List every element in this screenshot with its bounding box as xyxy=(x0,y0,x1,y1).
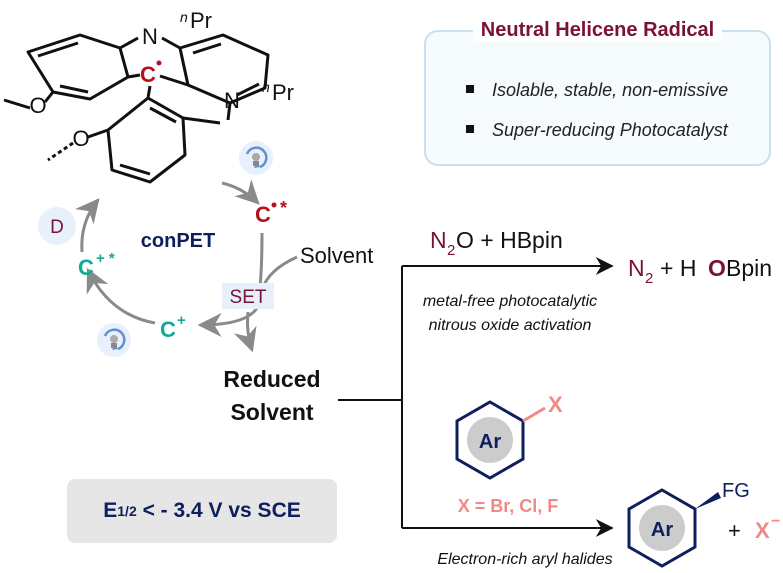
aryl-core-reactant xyxy=(467,417,513,463)
donor-badge xyxy=(38,207,76,245)
reagent-rest: O + HBpin xyxy=(456,227,563,253)
product-o: O xyxy=(708,255,726,281)
aryl-label-reactant: Ar xyxy=(479,431,501,453)
product-n: N xyxy=(628,255,645,281)
reagent-n: N xyxy=(430,227,447,253)
product-n-sub: 2 xyxy=(645,270,653,287)
oxygen-inner-label: O xyxy=(72,126,89,151)
cation-sup: + xyxy=(177,312,186,329)
product-plus-h: + H xyxy=(660,255,696,281)
cation-excited-label: C xyxy=(78,255,94,280)
halide-definition: X = Br, Cl, F xyxy=(458,496,559,516)
bullet-square-icon xyxy=(466,85,474,94)
bottom-caption: Electron-rich aryl halides xyxy=(437,551,612,568)
set-label: SET xyxy=(230,287,267,308)
top-caption-line2: nitrous oxide activation xyxy=(429,317,592,334)
info-bullet-1: Isolable, stable, non-emissive xyxy=(466,80,728,101)
donor-label: D xyxy=(50,217,64,238)
light-bulb-icon xyxy=(97,323,131,357)
aryl-label-product: Ar xyxy=(651,519,673,541)
set-highlight xyxy=(222,283,274,309)
radical-dot xyxy=(156,60,162,66)
reduced-solvent-line1: Reduced xyxy=(223,366,320,392)
halide-label: X xyxy=(548,392,563,417)
product-plus: + xyxy=(728,518,741,543)
reagent-n-sub: 2 xyxy=(447,242,455,259)
fg-label: FG xyxy=(722,480,750,502)
aryl-halide-bond xyxy=(522,406,546,423)
conpet-title: conPET xyxy=(141,230,215,252)
light-bulb-icon xyxy=(239,141,273,175)
excited-radical-label: C xyxy=(255,202,271,227)
leaving-group: X xyxy=(755,518,770,543)
info-card-title: Neutral Helicene Radical xyxy=(426,19,769,53)
cation-excited-sup: + * xyxy=(96,250,115,267)
solvent-label: Solvent xyxy=(300,243,373,268)
top-caption-line1: metal-free photocatalytic xyxy=(423,293,597,310)
aryl-core-product xyxy=(639,505,685,551)
bullet-square-icon xyxy=(466,125,474,134)
branch-lines xyxy=(338,257,614,537)
excited-radical-dot xyxy=(271,202,277,208)
cation-label: C xyxy=(160,317,176,342)
radical-carbon-label: C xyxy=(140,62,156,87)
propyl-top-prefix: n xyxy=(180,9,188,25)
nitrogen-right-label: N xyxy=(224,88,240,113)
propyl-right-label: Pr xyxy=(272,80,294,105)
propyl-right-prefix: n xyxy=(262,79,270,95)
info-card: Neutral Helicene Radical Isolable, stabl… xyxy=(424,19,771,166)
oxygen-left-label: O xyxy=(29,93,46,118)
reduced-solvent-line2: Solvent xyxy=(230,399,313,425)
fg-wedge-bond xyxy=(695,492,721,509)
info-bullet-2: Super-reducing Photocatalyst xyxy=(466,120,728,141)
leaving-group-sup: − xyxy=(771,513,780,530)
propyl-top-label: Pr xyxy=(190,8,212,33)
helicene-structure xyxy=(3,33,270,184)
product-bpin: Bpin xyxy=(726,255,772,281)
nitrogen-top-label: N xyxy=(142,24,158,49)
excited-radical-star: * xyxy=(280,198,287,218)
